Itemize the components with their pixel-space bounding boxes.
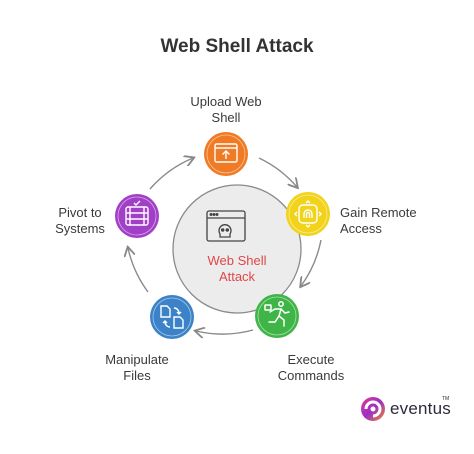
step-label-files-line1: Manipulate bbox=[105, 352, 169, 367]
runner-icon bbox=[264, 301, 290, 327]
step-label-execute-line1: Execute bbox=[287, 352, 335, 367]
logo-wordmark: eventus bbox=[390, 399, 451, 418]
eventus-logo-icon bbox=[361, 397, 385, 421]
step-label-upload-line1: Upload Web bbox=[190, 94, 262, 109]
step-execute-circle bbox=[255, 294, 299, 338]
step-files-circle bbox=[150, 295, 194, 339]
step-label-access: Gain Remote Access bbox=[340, 205, 440, 237]
arrow-files-to-pivot bbox=[128, 248, 149, 293]
step-label-access-line1: Gain Remote bbox=[340, 205, 417, 220]
diagram-title: Web Shell Attack bbox=[160, 36, 314, 57]
step-label-files: Manipulate Files bbox=[87, 352, 187, 384]
server-rack-icon bbox=[125, 200, 149, 226]
files-swap-icon bbox=[160, 305, 184, 329]
step-label-pivot: Pivot to Systems bbox=[45, 205, 115, 237]
step-label-upload-line2: Shell bbox=[211, 110, 241, 125]
arrow-execute-to-files bbox=[196, 330, 254, 334]
step-access-circle bbox=[286, 192, 330, 236]
step-label-upload: Upload Web Shell bbox=[176, 94, 276, 126]
logo-trademark: TM bbox=[442, 396, 450, 402]
step-label-pivot-line2: Systems bbox=[55, 221, 105, 236]
arrow-access-to-execute bbox=[301, 239, 322, 286]
step-label-access-line2: Access bbox=[340, 221, 382, 236]
arrow-pivot-to-upload bbox=[149, 158, 193, 190]
step-pivot-circle bbox=[115, 194, 159, 238]
fingerprint-icon bbox=[294, 200, 322, 228]
step-label-files-line2: Files bbox=[123, 368, 151, 383]
step-label-pivot-line1: Pivot to bbox=[58, 205, 102, 220]
center-circle bbox=[172, 184, 302, 314]
upload-icon bbox=[214, 143, 238, 163]
browser-skull-icon bbox=[206, 210, 246, 242]
center-label: Web Shell Attack bbox=[177, 253, 297, 285]
center-label-line2: Attack bbox=[218, 269, 256, 284]
step-label-execute: Execute Commands bbox=[261, 352, 361, 384]
step-label-execute-line2: Commands bbox=[277, 368, 345, 383]
center-label-line1: Web Shell bbox=[207, 253, 267, 268]
arrow-upload-to-access bbox=[258, 157, 297, 187]
